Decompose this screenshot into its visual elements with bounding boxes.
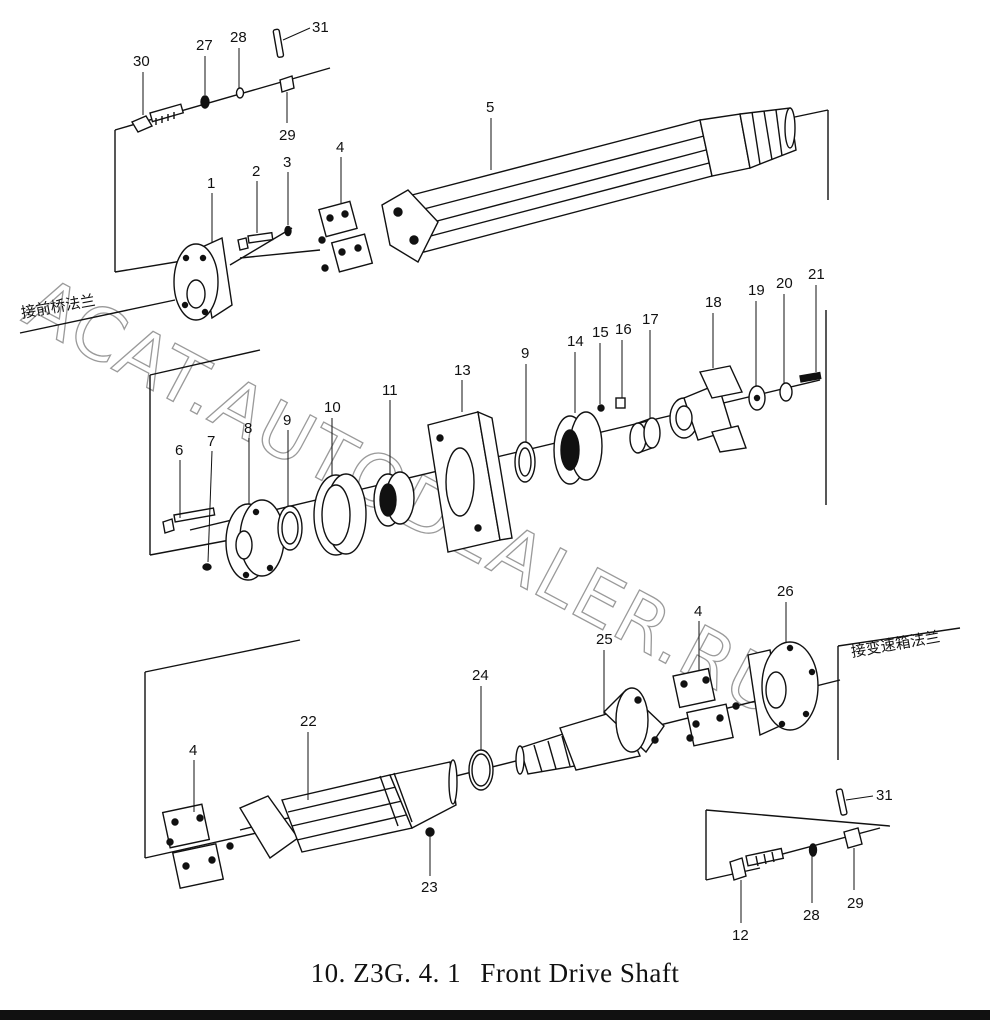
callout-13: 13 [454, 362, 471, 379]
bushing-17 [629, 417, 661, 454]
callout-3: 3 [283, 154, 291, 171]
spider-joint-4-right [672, 667, 740, 747]
leader-line [837, 627, 961, 647]
axis-line [789, 109, 829, 119]
callout-31: 31 [312, 19, 329, 36]
washer-3 [284, 225, 292, 237]
callout-17: 17 [642, 311, 659, 328]
spider-joint-4-top [318, 200, 374, 273]
bearing-cover-8 [225, 499, 285, 581]
nut-29 [279, 75, 295, 93]
callout-28b: 28 [803, 907, 820, 924]
spider-joint-4-left [161, 803, 234, 890]
bolt-21 [799, 371, 822, 383]
callout-4c: 4 [189, 742, 197, 759]
bolt-2 [237, 231, 274, 251]
bearing-housing-13 [427, 410, 513, 553]
seal-ring-9 [277, 505, 303, 551]
shaft-5 [381, 107, 797, 263]
frame-line [144, 639, 301, 673]
callout-4: 4 [336, 139, 344, 156]
callout-29: 29 [279, 127, 296, 144]
caption-number: 10. Z3G. 4. 1 [310, 958, 462, 988]
cotter-pin-31 [272, 28, 285, 58]
callout-24: 24 [472, 667, 489, 684]
o-ring-24 [468, 749, 494, 791]
callout-31b: 31 [876, 787, 893, 804]
washer-19 [748, 385, 766, 411]
callout-25: 25 [596, 631, 613, 648]
gearbox-flange-note: 接变速箱法兰 [850, 628, 942, 661]
callout-10: 10 [324, 399, 341, 416]
caption-title: Front Drive Shaft [480, 958, 680, 988]
bolt-6 [162, 507, 216, 534]
leader-line [19, 299, 176, 334]
nut-15 [597, 404, 605, 412]
callout-4b: 4 [694, 603, 702, 620]
nut-29b [843, 827, 863, 849]
washer-28 [235, 87, 245, 99]
middle-callouts: 6 7 8 9 10 11 13 9 14 15 16 17 18 19 20 … [175, 266, 825, 563]
callout-23: 23 [421, 879, 438, 896]
callout-7: 7 [207, 433, 215, 450]
bearing-ring-10 [313, 473, 367, 556]
grease-fitting-23 [425, 827, 435, 837]
callout-20: 20 [776, 275, 793, 292]
callout-6: 6 [175, 442, 183, 459]
flange-1 [173, 236, 233, 321]
cotter-pin-31b [835, 788, 848, 816]
axis-line [239, 249, 321, 259]
callout-8: 8 [244, 420, 252, 437]
callout-15: 15 [592, 324, 609, 341]
splined-shaft-25 [515, 687, 665, 775]
washer-27 [200, 95, 210, 109]
callout-29b: 29 [847, 895, 864, 912]
callout-19: 19 [748, 282, 765, 299]
callout-5: 5 [486, 99, 494, 116]
bearing-11 [373, 471, 415, 527]
bottom-border [0, 1010, 990, 1020]
bolt-30 [130, 103, 185, 133]
figure-caption: 10. Z3G. 4. 1 Front Drive Shaft [0, 958, 990, 989]
callout-28: 28 [230, 29, 247, 46]
nut-16 [615, 397, 626, 409]
callout-16: 16 [615, 321, 632, 338]
washer-20 [779, 382, 793, 402]
bearing-14 [553, 411, 603, 485]
yoke-18 [669, 365, 747, 453]
bolt-12 [729, 847, 785, 881]
callout-27: 27 [196, 37, 213, 54]
callout-26: 26 [777, 583, 794, 600]
callout-12: 12 [732, 927, 749, 944]
callout-14: 14 [567, 333, 584, 350]
washer-7 [202, 563, 212, 571]
callout-2: 2 [252, 163, 260, 180]
callout-30: 30 [133, 53, 150, 70]
callout-1: 1 [207, 175, 215, 192]
top-callouts: 30 27 28 31 29 5 1 2 3 4 接前桥法兰 [20, 19, 495, 322]
frame-line [149, 539, 231, 556]
callout-11: 11 [382, 382, 398, 399]
axis-line [114, 67, 331, 131]
middle-assembly [149, 310, 827, 581]
frame-line [705, 809, 891, 827]
callout-9: 9 [283, 412, 291, 429]
flange-26 [747, 641, 819, 737]
frame-line [149, 349, 261, 376]
washer-28b [808, 843, 818, 857]
tube-22 [238, 759, 458, 860]
axis-line [229, 227, 293, 266]
top-assembly [19, 28, 829, 334]
bottom-assembly [144, 627, 961, 890]
frame-line [144, 829, 271, 859]
callout-9b: 9 [521, 345, 529, 362]
callout-21: 21 [808, 266, 825, 283]
callout-18: 18 [705, 294, 722, 311]
callout-22: 22 [300, 713, 317, 730]
seal-ring-9b [514, 441, 536, 483]
